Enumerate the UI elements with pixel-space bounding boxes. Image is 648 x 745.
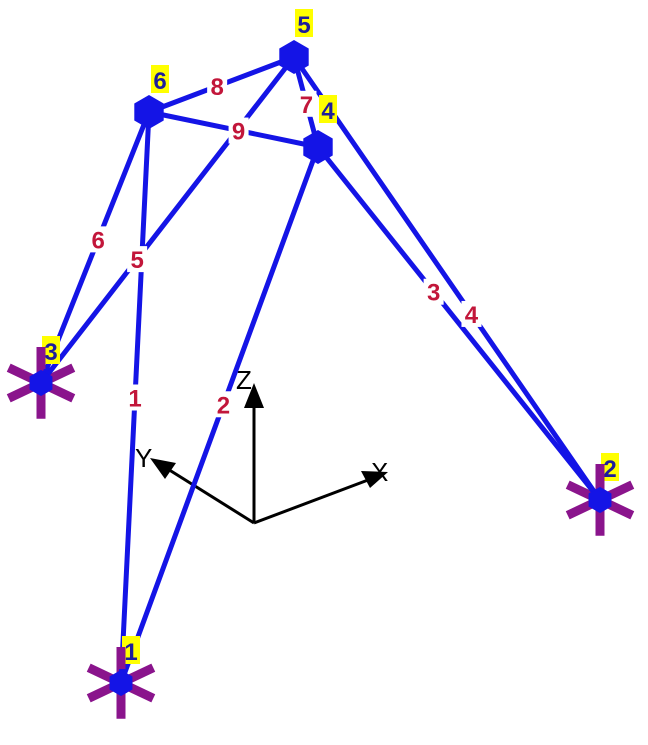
member-3-label: 3 <box>427 280 440 307</box>
node-2-label-bg <box>601 453 619 481</box>
coordinate-axes: X Y Z <box>135 365 388 525</box>
member-3-line <box>315 144 603 503</box>
x-axis-line <box>253 475 377 525</box>
node-5-label-bg <box>295 9 313 37</box>
member-4-label: 4 <box>465 302 479 329</box>
node-5-marker <box>279 40 309 74</box>
member-4-line <box>291 54 603 503</box>
y-axis-arrowhead <box>150 458 176 479</box>
y-axis-label: Y <box>135 443 152 473</box>
member-5-label-bg <box>127 246 148 273</box>
member-4-label-bg <box>461 300 482 327</box>
node-6-marker <box>134 95 164 129</box>
fixed-support-overlay-icon <box>29 347 53 396</box>
node-3-label-bg <box>42 336 60 364</box>
member-2-label: 2 <box>217 392 230 419</box>
member-5-label: 5 <box>130 247 143 274</box>
member-5-line <box>38 54 297 386</box>
node-4-marker <box>303 130 333 164</box>
member-2-label-bg <box>213 391 234 418</box>
fixed-support-overlay-icon <box>588 464 612 513</box>
nodes <box>29 40 612 696</box>
node-6-label-bg <box>151 65 169 93</box>
supports <box>6 347 635 719</box>
member-6-label-bg <box>88 226 109 253</box>
node-4-label-bg <box>319 95 337 123</box>
node-2-label: 2 <box>603 456 616 483</box>
node-5-label: 5 <box>297 12 310 39</box>
fixed-support-overlay-icon <box>109 647 133 696</box>
node-1-label-bg <box>122 636 140 664</box>
member-8-label-bg <box>207 73 228 100</box>
member-1-label-bg <box>125 384 145 411</box>
member-7-label-bg <box>296 90 317 117</box>
member-6-label: 6 <box>92 227 105 254</box>
member-9-label-bg <box>228 117 249 144</box>
node-1-label: 1 <box>124 639 137 666</box>
member-9-label: 9 <box>232 119 245 146</box>
node-3-label: 3 <box>44 339 57 366</box>
node-6-label: 6 <box>153 68 166 95</box>
member-7-label: 7 <box>300 92 313 119</box>
z-axis-label: Z <box>236 365 252 395</box>
node-4-label: 4 <box>321 98 335 125</box>
y-axis-line <box>162 464 255 525</box>
member-3-label-bg <box>423 278 444 305</box>
member-8-label: 8 <box>210 74 223 101</box>
x-axis-label: X <box>371 457 388 487</box>
z-axis-arrowhead <box>244 383 264 408</box>
member-1-label: 1 <box>128 386 141 413</box>
x-axis-arrowhead <box>361 471 388 488</box>
